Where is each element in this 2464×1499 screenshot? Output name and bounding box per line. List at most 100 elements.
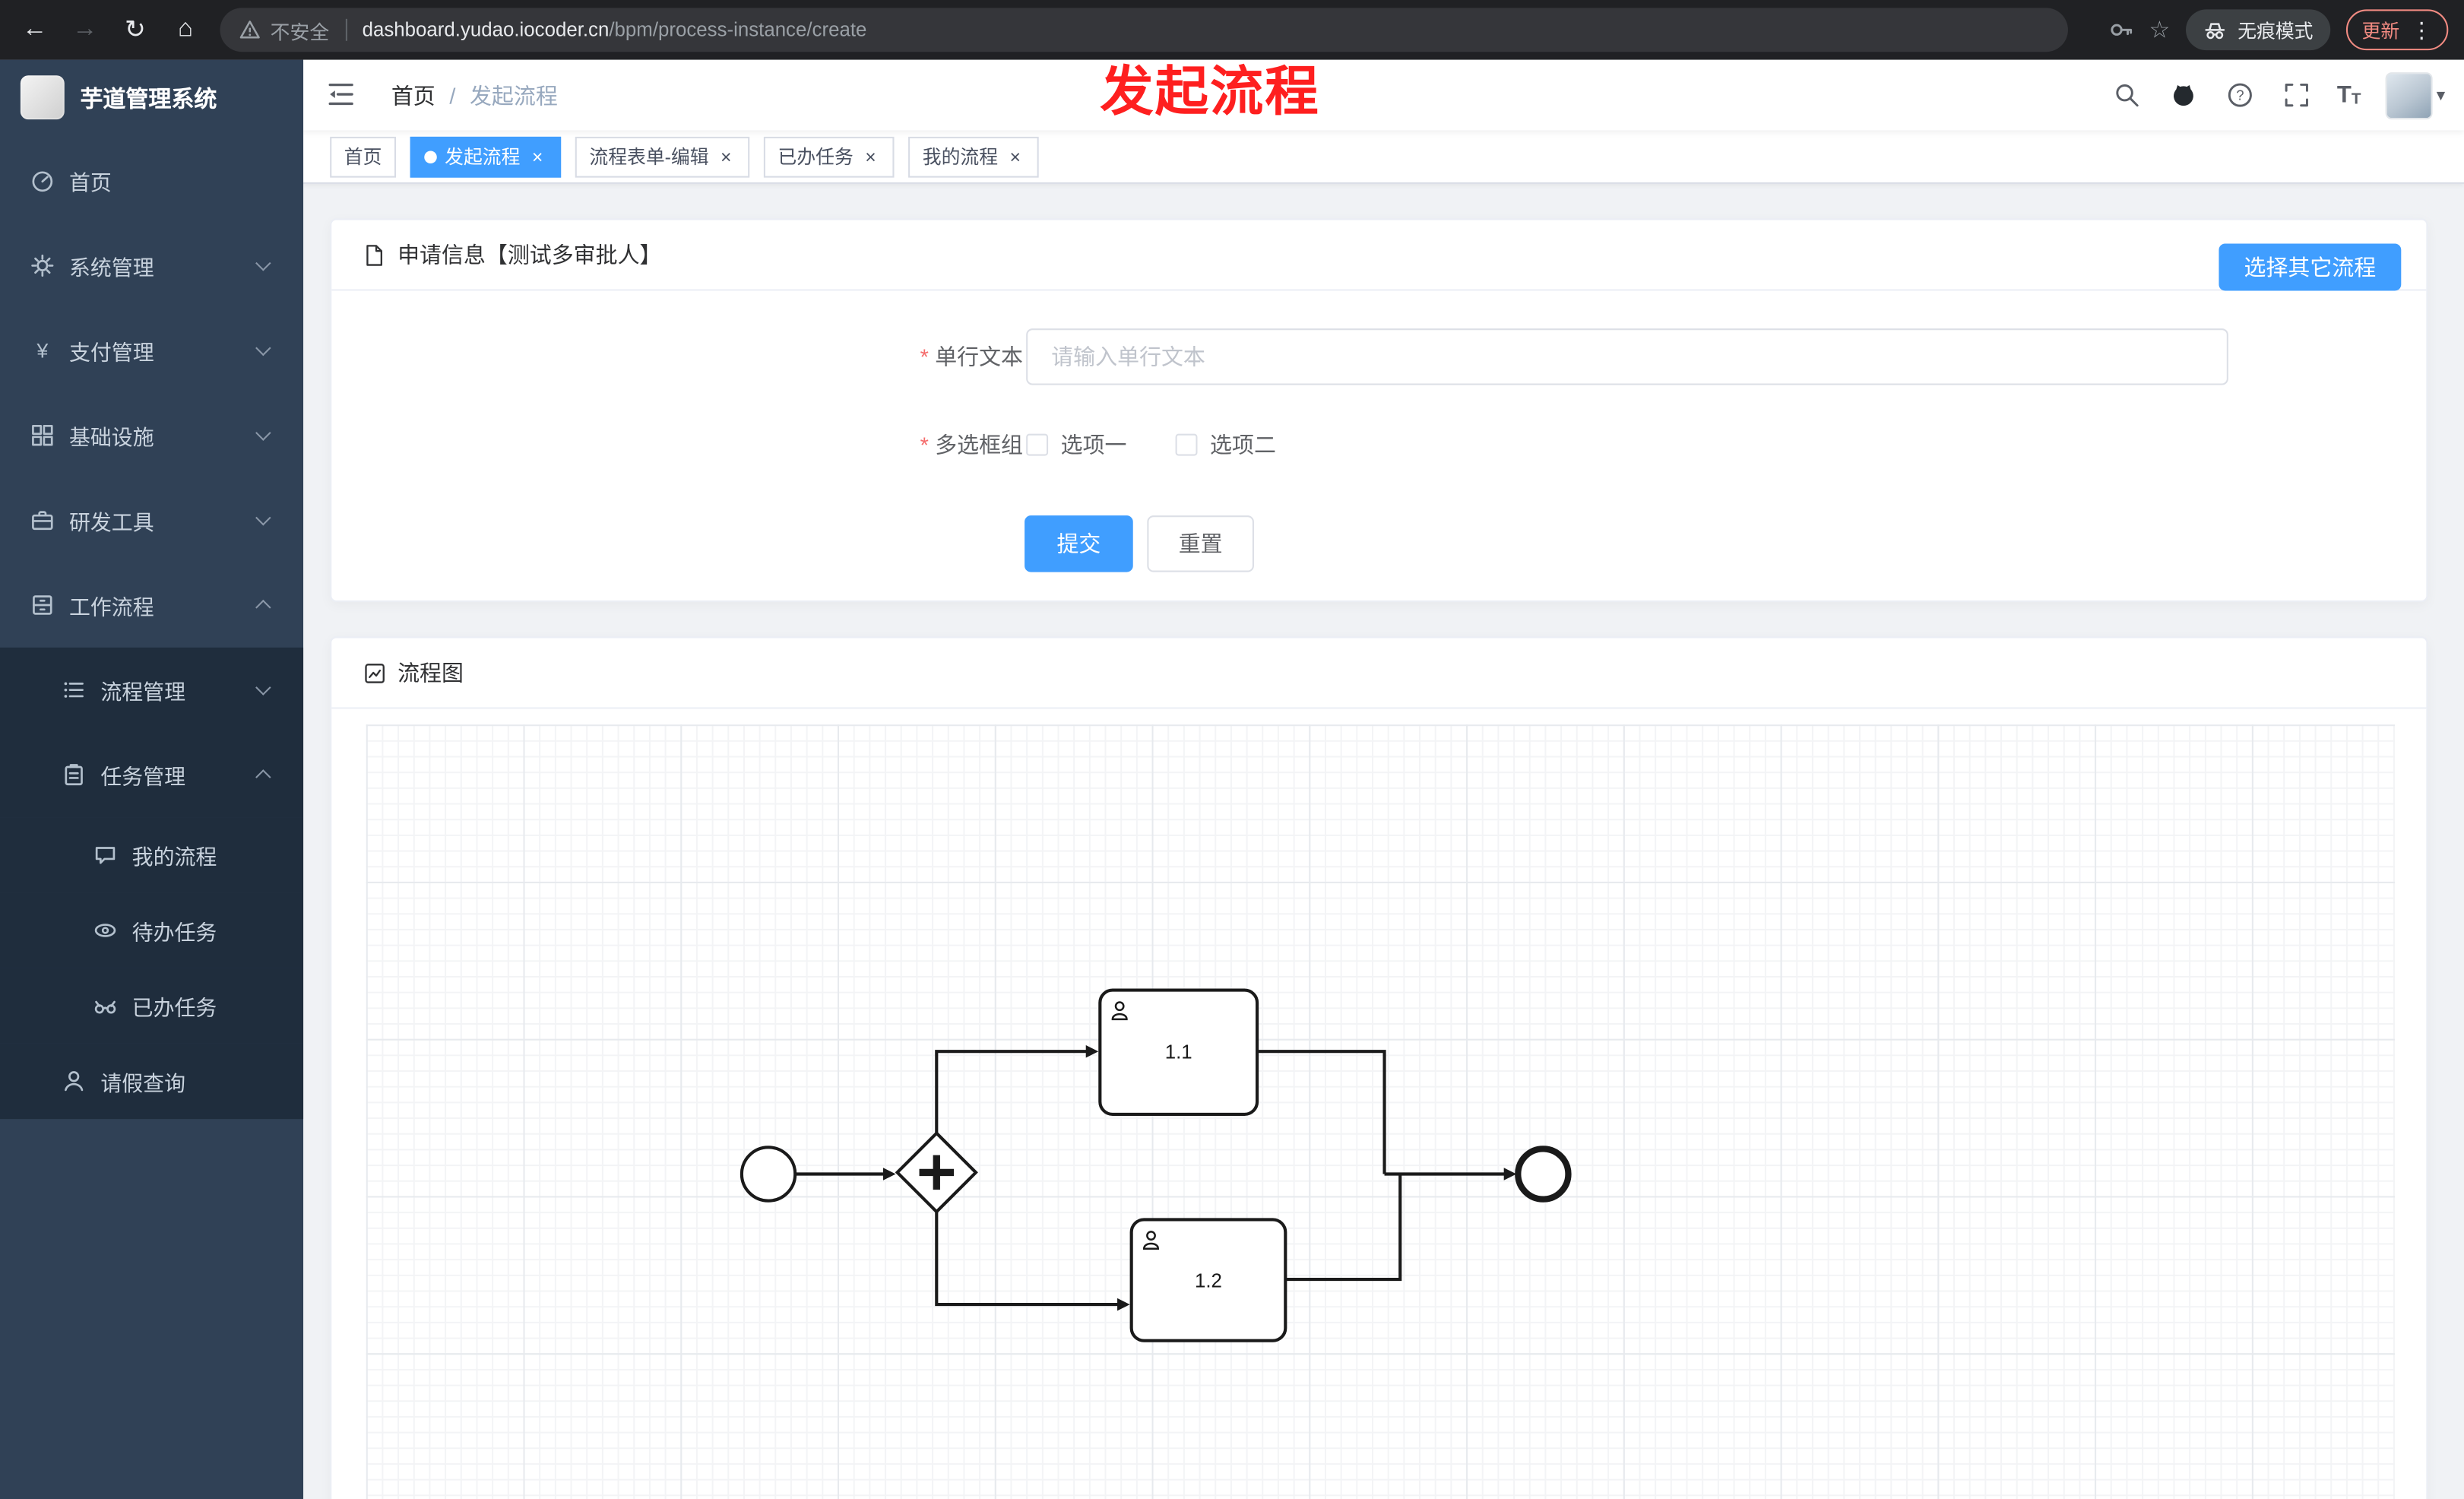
- bpmn-flow-gateway-task1: [935, 1044, 1099, 1133]
- security-label: 不安全: [270, 21, 330, 43]
- grid-icon: [30, 423, 55, 448]
- breadcrumb-separator: /: [449, 82, 456, 108]
- required-asterisk: *: [920, 344, 929, 369]
- help-icon[interactable]: ?: [2224, 79, 2255, 110]
- update-label: 更新: [2361, 19, 2400, 42]
- bookmark-star-icon[interactable]: ☆: [2149, 17, 2171, 44]
- apply-info-card: 申请信息【测试多审批人】 选择其它流程 *单行文本 *多选框组 选项一 选项二 …: [330, 218, 2428, 602]
- sidebar-item-my-process[interactable]: 我的流程: [0, 817, 304, 893]
- sidebar-item-done-task[interactable]: 已办任务: [0, 968, 304, 1044]
- process-diagram-card: 流程图: [330, 636, 2428, 1499]
- sidebar-item-dev-tools[interactable]: 研发工具: [0, 478, 303, 563]
- close-icon[interactable]: ×: [721, 145, 732, 168]
- browser-chrome: ← → ↻ ⌂ 不安全 dashboard.yudao.iocoder.cn /…: [0, 0, 2464, 60]
- svg-text:¥: ¥: [36, 339, 48, 362]
- breadcrumb-home[interactable]: 首页: [391, 82, 435, 108]
- yen-icon: ¥: [30, 338, 55, 363]
- process-diagram-title: 流程图: [397, 660, 464, 686]
- close-icon[interactable]: ×: [531, 145, 543, 168]
- text-field-label: *单行文本: [920, 344, 1024, 369]
- password-key-icon[interactable]: [2108, 17, 2133, 43]
- sidebar-item-payment[interactable]: ¥ 支付管理: [0, 308, 303, 393]
- caret-down-icon: ▾: [2436, 86, 2446, 106]
- browser-reload-button[interactable]: ↻: [124, 17, 146, 44]
- active-dot: [424, 150, 437, 163]
- sidebar: 芋道管理系统 首页 系统管理 ¥ 支付管理 基础设施 研发工具: [0, 59, 304, 1499]
- tags-view-bar: 首页 发起流程 × 流程表单-编辑 × 已办任务 × 我的流程 ×: [303, 130, 2464, 184]
- close-icon[interactable]: ×: [865, 145, 876, 168]
- flow-chart-icon: [365, 663, 385, 683]
- chevron-down-icon: [255, 340, 271, 357]
- breadcrumb-current: 发起流程: [469, 82, 558, 108]
- sidebar-item-process-management[interactable]: 流程管理: [0, 647, 304, 733]
- tab-my-process[interactable]: 我的流程 ×: [908, 135, 1039, 177]
- chevron-down-icon: [255, 425, 271, 441]
- message-icon: [93, 842, 118, 867]
- close-icon[interactable]: ×: [1009, 145, 1021, 168]
- tab-done-task[interactable]: 已办任务 ×: [763, 135, 895, 177]
- logo-image: [20, 75, 65, 120]
- gear-icon: [30, 253, 55, 278]
- checkbox-option-1-label[interactable]: 选项一: [1060, 432, 1127, 458]
- browser-update-button[interactable]: 更新 ⋮: [2345, 9, 2449, 51]
- chevron-down-icon: [255, 510, 271, 526]
- avatar[interactable]: [2386, 71, 2434, 119]
- toolbox-icon: [30, 508, 55, 533]
- required-asterisk: *: [920, 432, 929, 458]
- eye-icon: [93, 917, 118, 943]
- address-bar[interactable]: 不安全 dashboard.yudao.iocoder.cn /bpm/proc…: [220, 8, 2068, 52]
- bpmn-canvas[interactable]: 1.1 1.2: [366, 724, 2396, 1499]
- bpmn-start-event[interactable]: [740, 1146, 797, 1203]
- user-task-icon: [1111, 1001, 1128, 1021]
- sidebar-item-home[interactable]: 首页: [0, 138, 303, 223]
- bpmn-end-event[interactable]: [1515, 1146, 1572, 1203]
- checkbox-group-label: *多选框组: [920, 432, 1024, 458]
- user-menu[interactable]: ▾: [2386, 71, 2446, 119]
- github-icon[interactable]: [2168, 79, 2199, 110]
- browser-back-button[interactable]: ←: [21, 15, 48, 43]
- omnibox-divider: [344, 18, 347, 41]
- cabinet-icon: [30, 592, 55, 617]
- browser-home-button[interactable]: ⌂: [177, 15, 193, 43]
- list-icon: [62, 677, 87, 702]
- reset-button[interactable]: 重置: [1147, 515, 1254, 572]
- sidebar-collapse-icon[interactable]: [325, 78, 356, 109]
- bpmn-user-task-1-2[interactable]: [1129, 1218, 1287, 1342]
- app-logo[interactable]: 芋道管理系统: [0, 60, 303, 135]
- bpmn-flow-gateway-task2: [935, 1212, 1130, 1311]
- sidebar-item-todo-task[interactable]: 待办任务: [0, 892, 304, 968]
- tab-home[interactable]: 首页: [330, 135, 397, 177]
- tab-start-process[interactable]: 发起流程 ×: [410, 135, 562, 177]
- tab-process-form-edit[interactable]: 流程表单-编辑 ×: [575, 135, 750, 177]
- fullscreen-icon[interactable]: [2280, 79, 2311, 110]
- search-icon[interactable]: [2111, 79, 2142, 110]
- checkbox-option-2-label[interactable]: 选项二: [1210, 432, 1276, 458]
- bpmn-flow-task2-join: [1285, 1174, 1402, 1282]
- apply-info-title: 申请信息【测试多审批人】: [397, 242, 662, 268]
- sidebar-item-system[interactable]: 系统管理: [0, 223, 303, 309]
- browser-menu-icon[interactable]: ⋮: [2410, 16, 2433, 42]
- dashboard-icon: [30, 168, 55, 193]
- bpmn-flow-task1-join: [1257, 1050, 1386, 1174]
- bpmn-user-task-1-1[interactable]: [1098, 988, 1259, 1116]
- sidebar-item-workflow[interactable]: 工作流程: [0, 563, 303, 648]
- incognito-label: 无痕模式: [2238, 19, 2314, 42]
- page-title-annotation: 发起流程: [1100, 62, 1320, 123]
- single-line-text-input[interactable]: [1026, 328, 2228, 385]
- sidebar-item-infrastructure[interactable]: 基础设施: [0, 393, 303, 478]
- chevron-down-icon: [255, 255, 271, 271]
- checkbox-option-2[interactable]: [1175, 433, 1198, 456]
- sidebar-item-task-management[interactable]: 任务管理: [0, 732, 304, 818]
- svg-text:?: ?: [2236, 87, 2244, 103]
- bpmn-diagram: 1.1 1.2: [740, 988, 1572, 1342]
- select-other-process-button[interactable]: 选择其它流程: [2219, 243, 2402, 291]
- checkbox-group: 选项一 选项二: [1026, 417, 1276, 473]
- submit-button[interactable]: 提交: [1025, 515, 1133, 572]
- sidebar-item-leave-query[interactable]: 请假查询: [0, 1043, 304, 1120]
- browser-forward-button[interactable]: →: [72, 15, 98, 43]
- person-icon: [62, 1069, 87, 1094]
- chevron-up-icon: [255, 769, 271, 785]
- checkbox-option-1[interactable]: [1026, 433, 1049, 456]
